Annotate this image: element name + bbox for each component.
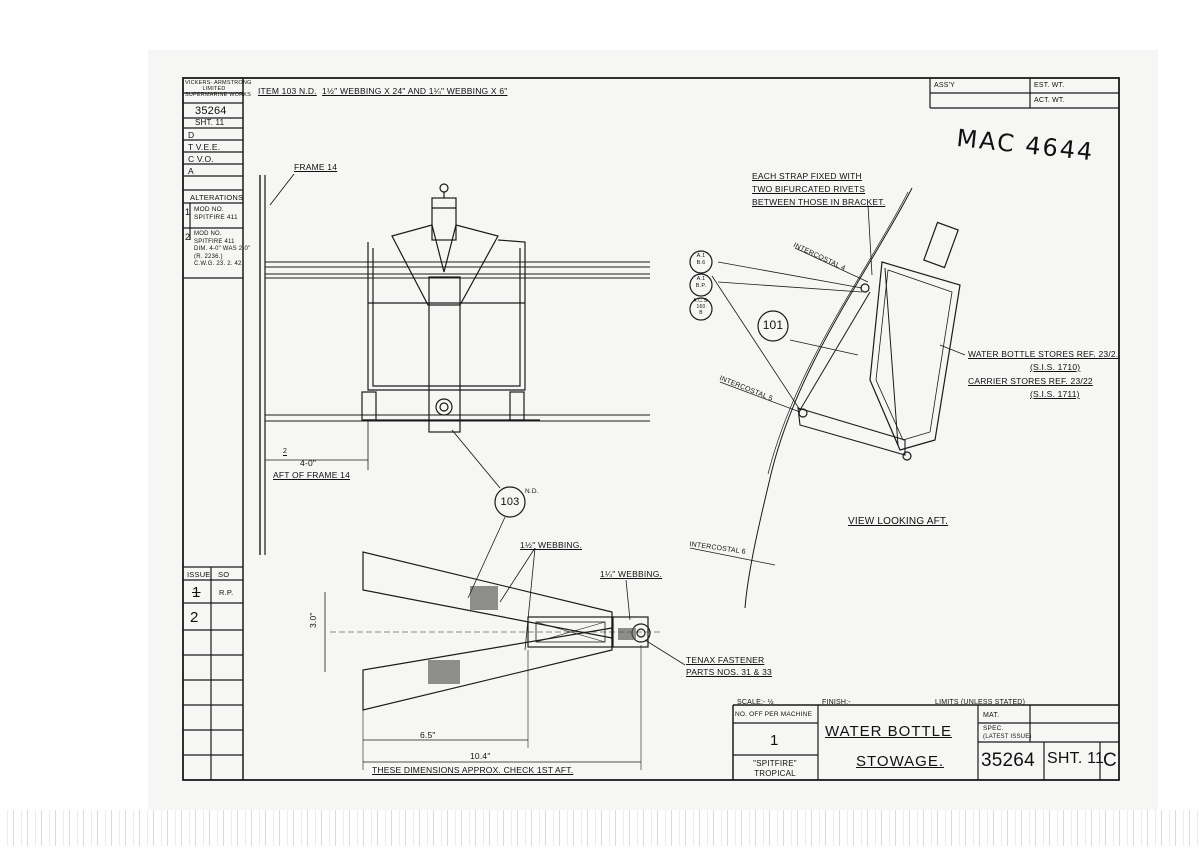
balloon-103: 103 [500, 496, 520, 508]
title-block-sheet: SHT. 11 [1047, 750, 1105, 767]
alteration-2-date: C.W.G. 23. 2. 42. [194, 261, 244, 267]
margin-sheet-number: SHT. 11 [195, 118, 225, 127]
mat-label: MAT. [983, 712, 1000, 719]
alteration-2-mod: MOD NO. [194, 231, 222, 237]
strap-note-line-1: EACH STRAP FIXED WITH [752, 171, 862, 181]
company-line-3: SUPERMARINE WORKS [185, 92, 252, 98]
assy-label: ASS'Y [934, 82, 956, 89]
latest-issue-label: (LATEST ISSUE) [983, 734, 1032, 740]
row-a-label: A [188, 166, 194, 176]
item-description: 1½" WEBBING x 24" AND 1¼" WEBBING x 6" [322, 86, 508, 96]
alteration-2-number: 2 [185, 232, 191, 242]
balloon-a1-b6-line-1: A.1 [696, 253, 706, 259]
alteration-2-dimension: DIM. 4-0" WAS 2-0" [194, 246, 251, 252]
dimensions-note: THESE DIMENSIONS APPROX. CHECK 1ST AFT. [372, 765, 574, 775]
balloon-acs-line-2: 160 [696, 304, 706, 310]
alteration-1-mod: MOD NO. [194, 206, 224, 213]
balloon-a1-b6-line-2: B.6 [696, 260, 706, 266]
carrier-sis: (S.I.S. 1711) [1030, 389, 1080, 399]
balloon-101: 101 [762, 318, 784, 332]
drawing-border [182, 77, 1120, 781]
aircraft-tropical: TROPICAL [754, 769, 796, 778]
strap-note-line-2: TWO BIFURCATED RIVETS [752, 184, 866, 194]
balloon-103-nd: N.D. [525, 488, 539, 495]
est-wt-label: EST. WT. [1034, 82, 1065, 89]
title-line-2: STOWAGE. [856, 753, 945, 770]
so-header: SO [218, 570, 230, 579]
alterations-title: ALTERATIONS [190, 193, 244, 202]
no-off-per-machine-label: NO. OFF PER MACHINE [735, 711, 813, 718]
issue-2-value: 2 [190, 609, 199, 626]
view-looking-aft: VIEW LOOKING AFT. [848, 516, 949, 527]
webbing-1-5-label: 1½" WEBBING. [520, 540, 583, 550]
issue-header: ISSUE [187, 570, 211, 579]
balloon-a1-bp-line-2: B.P. [695, 283, 707, 289]
title-block-drawing-number: 35264 [981, 750, 1035, 771]
drawing-sheet [148, 50, 1158, 810]
carrier-ref: CARRIER STORES REF. 23/22 [968, 376, 1093, 386]
dim-3-0: 3.0" [308, 612, 318, 628]
revision-letter: C [1103, 750, 1117, 771]
item-number: ITEM 103 N.D. [258, 86, 317, 96]
act-wt-label: ACT. WT. [1034, 97, 1065, 104]
frame-14-label: FRAME 14 [294, 162, 338, 172]
row-c-label: C V.O. [188, 154, 214, 164]
issue-1-so: R.P. [219, 588, 234, 597]
issue-1-value: 1 [192, 584, 201, 601]
row-d-label: D [188, 130, 195, 140]
alteration-marker-number: 2 [283, 448, 288, 456]
limits-label: LIMITS (UNLESS STATED) [935, 699, 1026, 706]
balloon-acs-line-3: B [699, 310, 703, 316]
webbing-1-25-label: 1¼" WEBBING. [600, 569, 663, 579]
margin-drawing-number: 35264 [195, 105, 227, 117]
quantity-value: 1 [770, 732, 779, 749]
finish-label: FINISH:- [822, 699, 851, 706]
company-line-2: LIMITED [202, 86, 226, 92]
alteration-1-number: 1 [185, 207, 191, 217]
scan-noise-band [0, 810, 1200, 846]
alteration-2-aircraft: SPITFIRE 411 [194, 238, 235, 245]
company-line-1: VICKERS- ARMSTRONG [185, 80, 252, 86]
balloon-a1-bp-line-1: A.1 [696, 276, 706, 282]
alteration-2-ref: (R. 2236.) [194, 253, 223, 260]
row-t-label: T V.E.E. [188, 142, 221, 152]
strap-note-line-3: BETWEEN THOSE IN BRACKET. [752, 197, 886, 207]
tenax-parts-label: PARTS NOS. 31 & 33 [686, 667, 772, 677]
tenax-fastener-label: TENAX FASTENER [686, 655, 765, 665]
water-bottle-sis: (S.I.S. 1710) [1030, 362, 1081, 372]
alteration-triangle-marker: 2 [283, 445, 288, 456]
aircraft-spitfire: "SPITFIRE" [753, 759, 797, 768]
dim-10-4: 10.4" [470, 751, 491, 761]
alteration-1-aircraft: SPITFIRE 411 [194, 214, 238, 221]
aft-of-frame-14: AFT OF FRAME 14 [273, 470, 350, 480]
water-bottle-ref: WATER BOTTLE STORES REF. 23/2. [968, 349, 1119, 359]
dim-6-5: 6.5" [420, 730, 436, 740]
scale-label: SCALE:- ½ [737, 699, 774, 706]
dim-4-0: 4-0" [300, 458, 317, 468]
balloon-acs-line-1: A.C.S. [693, 298, 709, 304]
title-line-1: WATER BOTTLE [825, 723, 953, 740]
spec-label: SPEC. [983, 725, 1004, 732]
